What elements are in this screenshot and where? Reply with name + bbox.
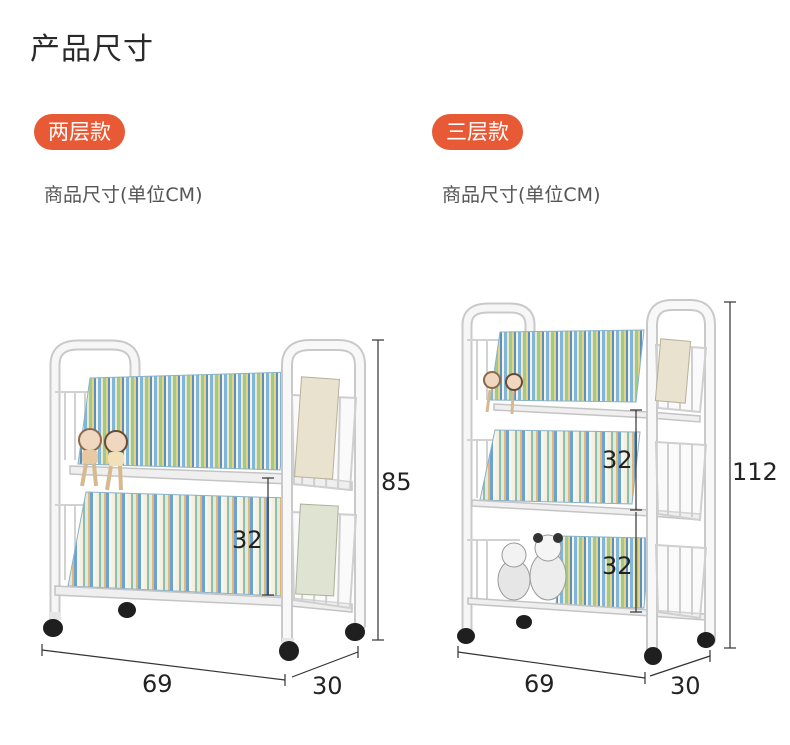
three-tier-badge: 三层款 <box>432 114 523 150</box>
two-tier-subtitle: 商品尺寸(单位CM) <box>44 184 203 206</box>
page-title: 产品尺寸 <box>30 32 154 67</box>
two-tier-badge: 两层款 <box>34 114 125 150</box>
toy-figures <box>483 371 567 601</box>
three-tier-height-label: 112 <box>732 458 778 486</box>
two-tier-dimension-lines <box>41 339 384 686</box>
two-tier-width-label: 69 <box>142 670 173 698</box>
three-tier-width-label: 69 <box>524 670 555 698</box>
two-tier-gap-label: 32 <box>232 526 263 554</box>
two-tier-depth-label: 30 <box>312 672 343 700</box>
two-tier-wheels <box>43 602 365 661</box>
two-tier-height-label: 85 <box>381 468 412 496</box>
three-tier-subtitle: 商品尺寸(单位CM) <box>442 184 601 206</box>
three-tier-wheels <box>457 615 715 665</box>
three-tier-gap-lower-label: 32 <box>602 552 633 580</box>
two-tier-rack <box>43 339 366 661</box>
doll-figures <box>78 428 128 491</box>
three-tier-gap-upper-label: 32 <box>602 446 633 474</box>
three-tier-rack <box>457 299 716 665</box>
three-tier-depth-label: 30 <box>670 672 701 700</box>
three-tier-dimension-lines <box>457 301 736 684</box>
